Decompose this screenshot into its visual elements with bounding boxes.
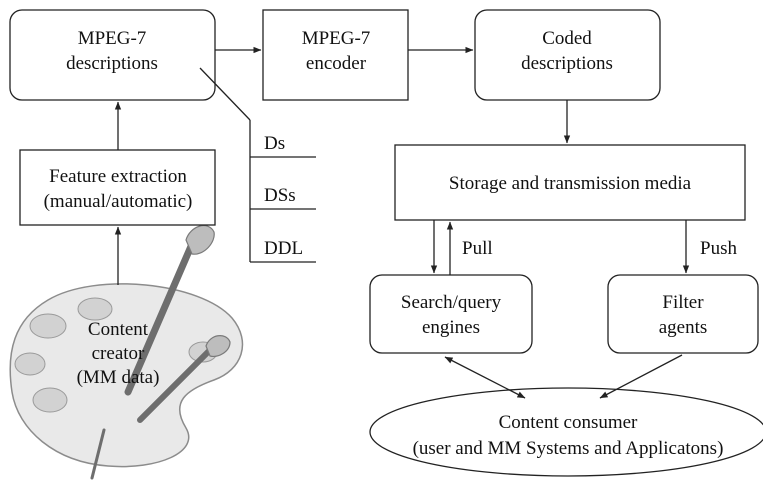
mpeg7-descriptions-line1: MPEG-7 xyxy=(78,28,147,49)
arrow-search-consumer xyxy=(444,356,526,399)
feature-extraction-line2: (manual/automatic) xyxy=(44,191,193,212)
coded-descriptions-line2: descriptions xyxy=(521,53,613,74)
feature-extraction-box xyxy=(19,149,216,226)
filter-agents-box xyxy=(607,274,759,354)
arrow-filter-to-consumer xyxy=(599,354,683,399)
content-creator-line2: creator xyxy=(92,343,145,364)
search-engines-line2: engines xyxy=(422,317,480,338)
branch-label-dss: DSs xyxy=(264,185,296,206)
description-branch xyxy=(199,67,316,263)
mpeg7-descriptions-line2: descriptions xyxy=(66,53,158,74)
filter-agents-line1: Filter xyxy=(662,292,704,313)
paint-palette-icon xyxy=(9,224,244,480)
search-engines-box xyxy=(369,274,533,354)
content-creator-line1: Content xyxy=(88,319,149,340)
branch-label-ddl: DDL xyxy=(264,238,303,259)
content-consumer-ellipse xyxy=(369,387,763,477)
feature-extraction-line1: Feature extraction xyxy=(49,166,187,187)
content-consumer-line1: Content consumer xyxy=(499,412,638,433)
mpeg7-encoder-line2: encoder xyxy=(306,53,367,74)
pull-label: Pull xyxy=(462,238,493,259)
content-creator-line3: (MM data) xyxy=(77,367,160,388)
storage-label: Storage and transmission media xyxy=(449,173,692,194)
mpeg7-descriptions-box xyxy=(9,9,216,101)
push-label: Push xyxy=(700,238,737,259)
mpeg7-encoder-box xyxy=(262,9,409,101)
mpeg7-encoder-line1: MPEG-7 xyxy=(302,28,371,49)
branch-label-ds: Ds xyxy=(264,133,285,154)
content-consumer-line2: (user and MM Systems and Applicatons) xyxy=(413,438,724,459)
search-engines-line1: Search/query xyxy=(401,292,502,313)
coded-descriptions-line1: Coded xyxy=(542,28,592,49)
filter-agents-line2: agents xyxy=(659,317,708,338)
storage-box xyxy=(394,144,746,221)
